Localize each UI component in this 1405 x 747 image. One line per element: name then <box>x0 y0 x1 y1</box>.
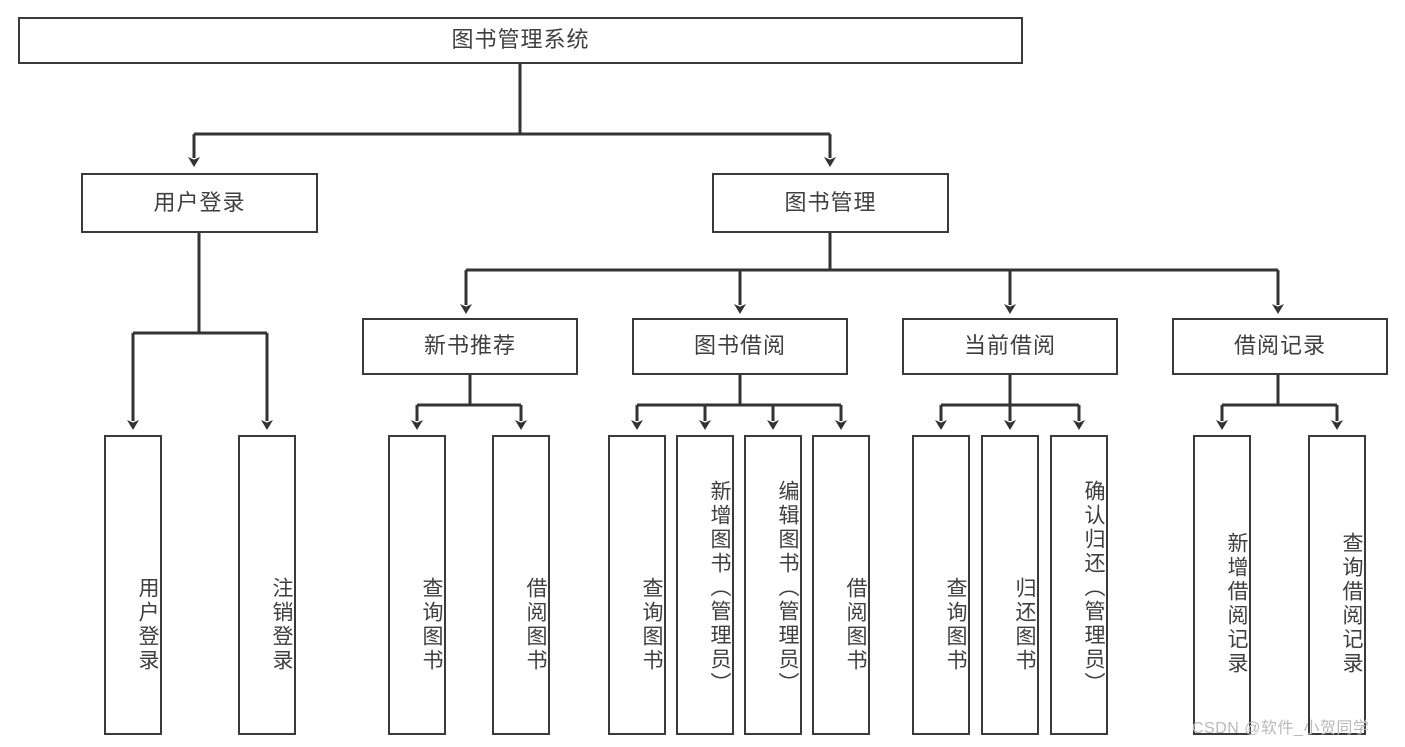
node-book-borrow-label: 图书借阅 <box>693 333 786 359</box>
leaf-edit-book-admin-label: 编辑图书（管理员） <box>776 480 799 696</box>
leaf-confirm-return-admin[interactable]: 确认归还（管理员） <box>1050 435 1108 735</box>
leaf-add-borrow-record[interactable]: 新增借阅记录 <box>1193 435 1251 735</box>
leaf-confirm-return-admin-label: 确认归还（管理员） <box>1082 480 1105 696</box>
node-root-label: 图书管理系统 <box>451 27 590 53</box>
node-root[interactable]: 图书管理系统 <box>18 17 1023 64</box>
node-current-borrow-label: 当前借阅 <box>963 333 1056 359</box>
leaf-return-book[interactable]: 归还图书 <box>981 435 1039 735</box>
node-user-login[interactable]: 用户登录 <box>81 173 318 233</box>
csdn-watermark: CSDN @软件_小贺同学 <box>1192 720 1370 737</box>
leaf-query-book-current[interactable]: 查询图书 <box>912 435 970 735</box>
leaf-user-login-label: 用户登录 <box>136 577 159 673</box>
node-borrow-records[interactable]: 借阅记录 <box>1172 318 1388 375</box>
leaf-query-book-borrow[interactable]: 查询图书 <box>608 435 666 735</box>
leaf-borrow-book-recommend[interactable]: 借阅图书 <box>492 435 550 735</box>
node-book-borrow[interactable]: 图书借阅 <box>632 318 848 375</box>
leaf-user-logout[interactable]: 注销登录 <box>238 435 296 735</box>
node-user-login-label: 用户登录 <box>153 189 246 215</box>
leaf-query-borrow-record-label: 查询借阅记录 <box>1340 532 1363 676</box>
leaf-add-book-admin-label: 新增图书（管理员） <box>708 480 731 696</box>
leaf-query-book-recommend[interactable]: 查询图书 <box>388 435 446 735</box>
leaf-edit-book-admin[interactable]: 编辑图书（管理员） <box>744 435 802 735</box>
leaf-add-book-admin[interactable]: 新增图书（管理员） <box>676 435 734 735</box>
leaf-query-book-current-label: 查询图书 <box>944 577 967 673</box>
leaf-query-borrow-record[interactable]: 查询借阅记录 <box>1308 435 1366 735</box>
leaf-borrow-book-label: 借阅图书 <box>844 577 867 673</box>
leaf-return-book-label: 归还图书 <box>1013 577 1036 673</box>
node-book-management[interactable]: 图书管理 <box>712 173 949 233</box>
node-borrow-records-label: 借阅记录 <box>1233 333 1326 359</box>
leaf-query-book-recommend-label: 查询图书 <box>420 577 443 673</box>
node-current-borrow[interactable]: 当前借阅 <box>902 318 1118 375</box>
node-book-management-label: 图书管理 <box>784 189 877 215</box>
leaf-user-logout-label: 注销登录 <box>270 577 293 673</box>
leaf-borrow-book[interactable]: 借阅图书 <box>812 435 870 735</box>
leaf-add-borrow-record-label: 新增借阅记录 <box>1225 532 1248 676</box>
leaf-query-book-borrow-label: 查询图书 <box>640 577 663 673</box>
leaf-user-login[interactable]: 用户登录 <box>104 435 162 735</box>
node-new-book-recommend-label: 新书推荐 <box>423 333 516 359</box>
leaf-borrow-book-recommend-label: 借阅图书 <box>524 577 547 673</box>
node-new-book-recommend[interactable]: 新书推荐 <box>362 318 578 375</box>
